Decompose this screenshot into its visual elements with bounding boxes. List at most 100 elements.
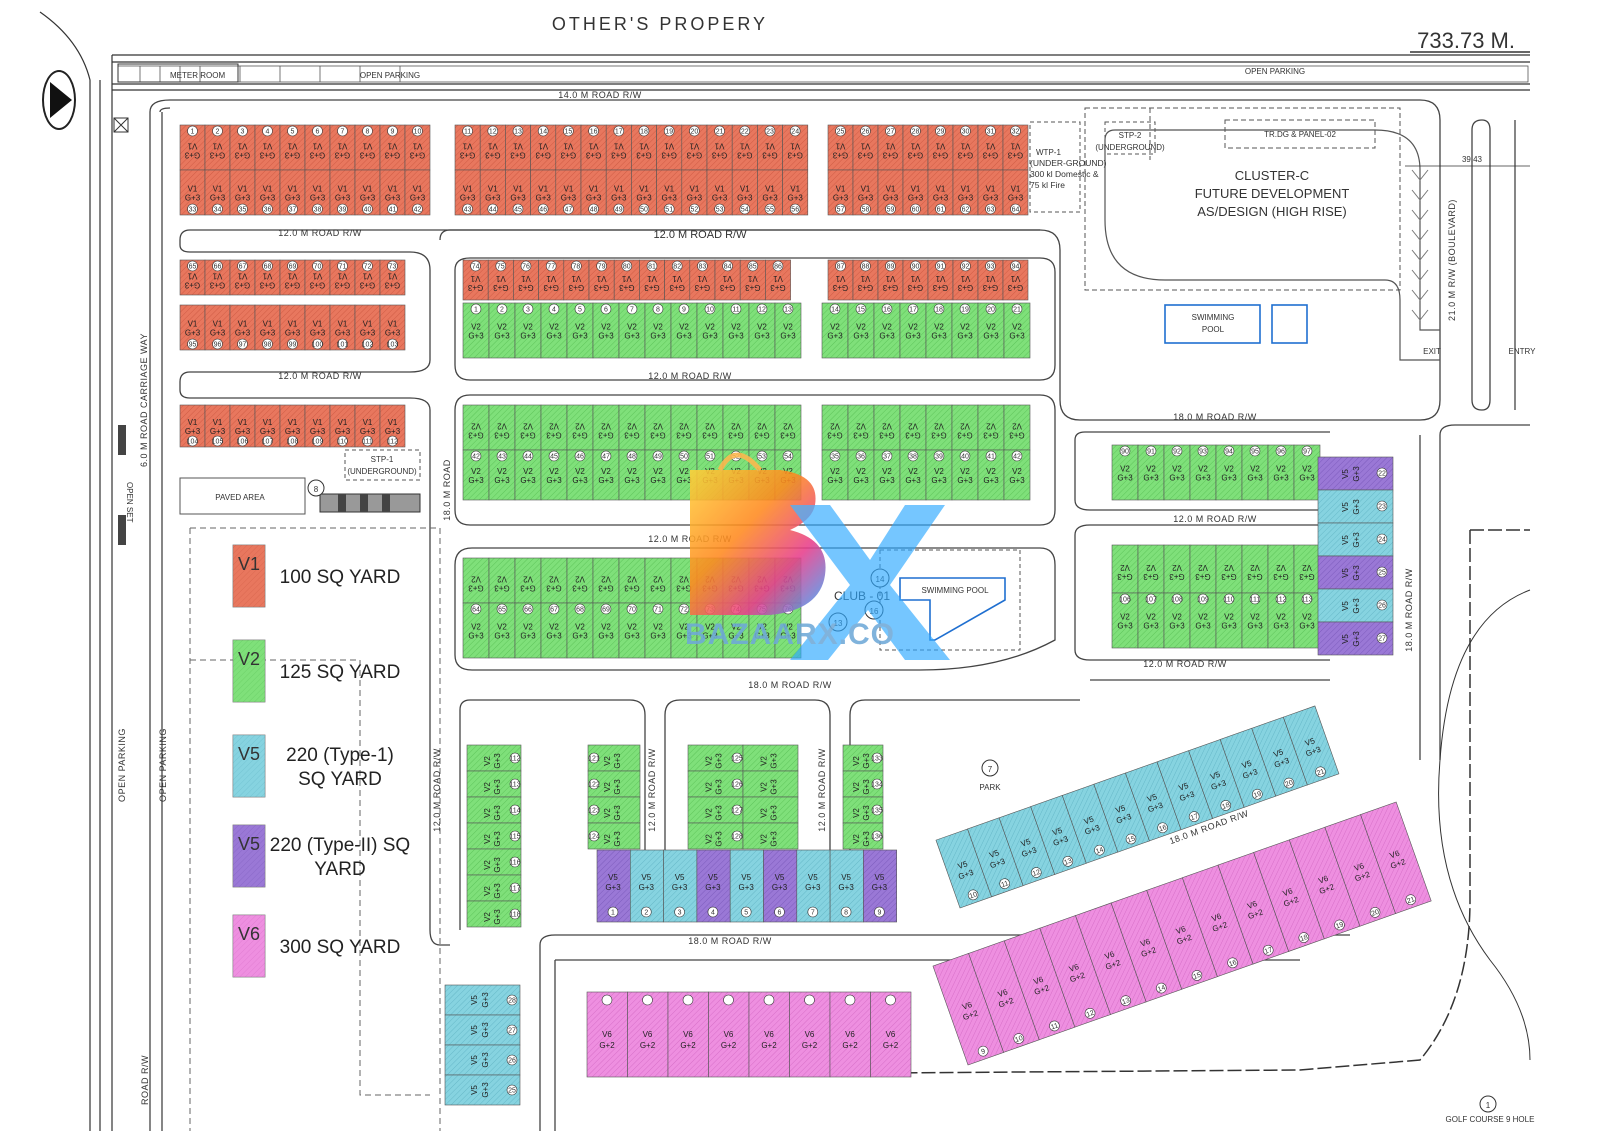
plot-type-label: V2 [523,323,533,332]
swimming-pool-box [1164,304,1261,344]
plot-floor-label: G+3 [510,194,526,203]
v5-plot: V5G+31 [596,849,631,923]
plot-floor-label: G+3 [1008,194,1024,203]
plot-type-label: V2 [679,623,689,632]
plot-floor-label: G+3 [613,753,622,769]
stp2-sub: (UNDERGROUND) [1095,143,1165,152]
plot-type-label: V1 [714,142,724,151]
plot-number: 84 [724,264,732,271]
plot-number: 70 [314,264,322,271]
plot-number: 42 [472,454,480,461]
plot-type-label: V2 [603,782,612,792]
plot-type-label: V1 [790,185,800,194]
plot-number-marker [871,804,883,816]
plot-number-marker [674,906,685,918]
plot-number: 58 [862,207,870,214]
plot-number-marker [860,203,871,215]
plot-number: 5 [578,307,582,314]
plot-floor-label: G+3 [788,194,804,203]
plot-floor-label: G+3 [958,194,974,203]
plot-number: 37 [289,207,297,214]
plot-number-marker [642,994,653,1006]
v6-diagonal-band: V6G+29V6G+210V6G+211V6G+212V6G+213V6G+21… [932,801,1432,1066]
plot-number-marker [1376,533,1388,545]
plot-floor-label: G+3 [310,194,326,203]
legend-text-line2: YARD [314,859,365,880]
plot-type-label: V1 [765,142,775,151]
plot-floor-label: G+3 [234,281,250,290]
plot-number-marker [763,994,775,1006]
plot-floor-label: G+3 [494,332,510,341]
plot-type-label: V5 [470,1085,479,1095]
plot-number: 21 [1013,307,1021,314]
plot-number-marker [885,125,896,137]
plot-number: 78 [573,264,581,271]
plot-number: 28 [508,998,516,1005]
plot-number-marker [1188,811,1200,822]
plot-type-label: V2 [679,422,689,431]
plot-number-marker [935,203,946,215]
plot-number: 91 [1147,449,1155,456]
plot-number-marker [835,203,846,215]
plot-type-label: V1 [262,142,272,151]
plot-floor-label: G+3 [1169,474,1185,483]
wtp-box [1029,121,1081,213]
plot-number-marker [933,303,945,315]
v5-plot: V5G+39 [863,849,898,923]
plot-floor-label: G+3 [853,332,869,341]
plot-type-label: V2 [1146,465,1156,474]
plot-type-label: V2 [1224,613,1234,622]
plot-floor-label: G+3 [598,584,614,593]
plot-floor-label: G+3 [481,1082,490,1098]
v1-plot-row: V1G+31V1G+32V1G+33V1G+34V1G+35V1G+36V1G+… [179,124,431,171]
plot-floor-label: G+3 [209,151,225,160]
plot-number-marker [860,260,871,272]
plot-floor-label: G+3 [493,857,502,873]
plot-number-marker [212,260,223,272]
v1-plot-row: V1G+365V1G+366V1G+367V1G+368V1G+369V1G+3… [179,259,406,296]
v2-plot-row: V2G+314V2G+315V2G+316V2G+317V2G+318V2G+3… [821,302,1031,359]
plot-number-marker [537,203,549,215]
plot-number-marker [689,203,700,215]
v1-plot-row: V1G+333V1G+334V1G+335V1G+336V1G+337V1G+3… [179,169,431,216]
plot-number-marker [287,260,298,272]
plot-type-label: V1 [1010,142,1020,151]
plot-type-label: V1 [936,185,946,194]
plot-type-label: V2 [471,323,481,332]
plot-number-marker [337,125,348,137]
plot-floor-label: G+3 [493,831,502,847]
plot-floor-label: G+3 [1221,572,1237,581]
plot-type-label: V1 [213,320,223,329]
plot-number-marker [522,303,534,315]
plot-cell [279,169,306,216]
plot-floor-label: G+3 [853,476,869,485]
plot-type-label: V6 [805,1030,815,1039]
plot-number: 27 [508,1028,516,1035]
wtp-label: WTP-1 [1036,148,1061,157]
plot-number-marker [874,906,885,918]
plot-number: 52 [691,207,699,214]
plot-number: 8 [656,307,660,314]
plot-number-marker [509,908,521,920]
plot-number-marker [1171,593,1183,605]
plot-number: 73 [389,264,397,271]
plot-floor-label: G+3 [662,194,678,203]
plot-number: 91 [937,264,945,271]
plot-floor-label: G+3 [409,151,425,160]
plot-number: 4 [711,910,715,917]
plot-number: 49 [615,207,623,214]
plot-floor-label: G+3 [1352,532,1361,548]
plot-number-marker [462,203,473,215]
plot-number: 66 [214,264,222,271]
plot-number-marker [596,260,607,272]
plot-type-label: V2 [705,623,715,632]
plot-type-label: V1 [747,274,757,283]
plot-type-label: V2 [1198,613,1208,622]
plot-number: 4 [266,129,270,136]
plot-cell [229,169,256,216]
plot-type-label: V2 [483,756,492,766]
plot-number-marker [999,878,1010,889]
plot-number-marker [789,203,801,215]
plot-number-marker [626,303,638,315]
plot-number: 24 [1378,537,1386,544]
